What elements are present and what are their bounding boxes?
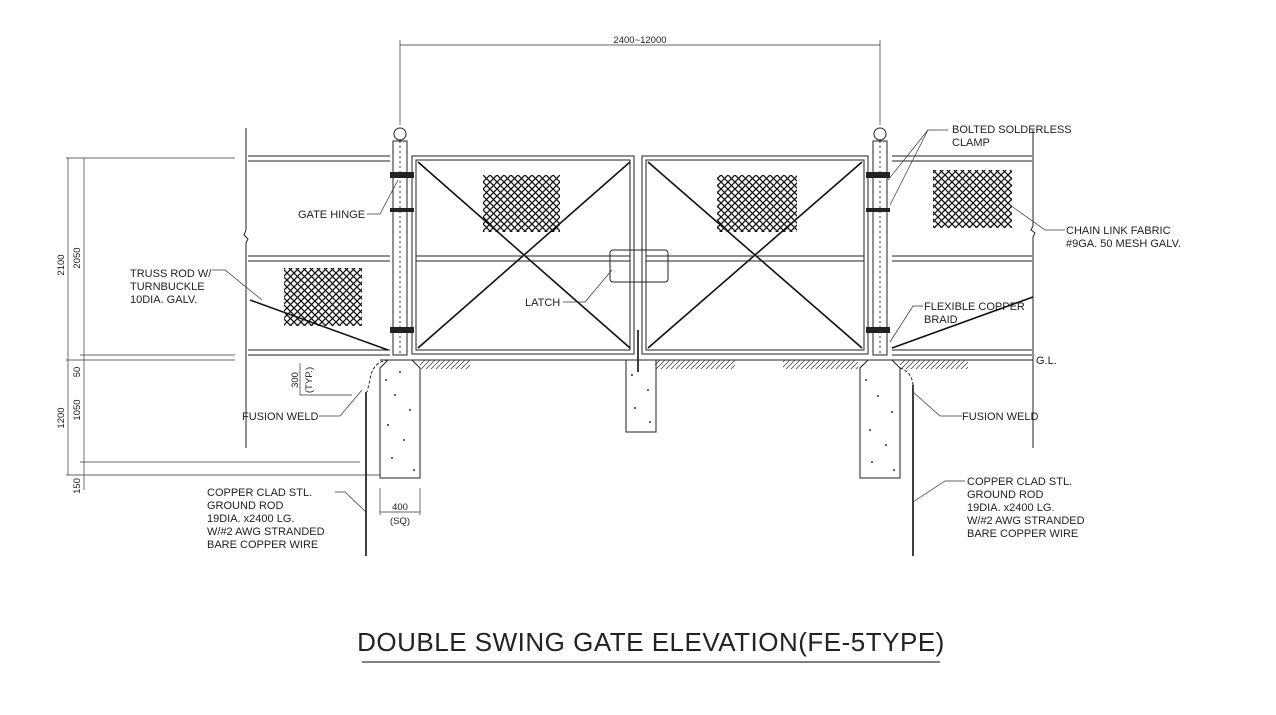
- right-fence: [891, 130, 1036, 448]
- overall-dimension-text: 2400~12000: [613, 35, 666, 46]
- label-line: BARE COPPER WIRE: [967, 528, 1078, 540]
- chain-link-mesh: [717, 175, 797, 232]
- gate-leaf-left: [411, 155, 635, 355]
- latch: [609, 249, 669, 283]
- footings: [379, 359, 901, 479]
- ground-rod-right: [899, 367, 914, 556]
- chain-link-mesh: [933, 170, 1012, 228]
- label-braid: FLEXIBLE COPPER BRAID: [924, 301, 1025, 326]
- label-line: 19DIA. x2400 LG.: [207, 513, 294, 525]
- label-clamp: BOLTED SOLDERLESS CLAMP: [952, 124, 1072, 149]
- label-ground-rod-left: COPPER CLAD STL. GROUND ROD 19DIA. x2400…: [207, 487, 325, 551]
- truss-rod: [249, 299, 389, 351]
- label-line: COPPER CLAD STL.: [967, 476, 1072, 488]
- label-fusion-weld-right: FUSION WELD: [962, 411, 1038, 423]
- label-line: 10DIA. GALV.: [130, 294, 197, 306]
- chain-link-mesh: [483, 175, 560, 232]
- left-dimensions: 2100 2050 50 1200 1050 150: [56, 157, 380, 494]
- label-line: TURNBUCKLE: [130, 281, 205, 293]
- soil-hatch: [900, 360, 968, 369]
- label-line: GROUND ROD: [207, 500, 283, 512]
- label-line: #9GA. 50 MESH GALV.: [1066, 238, 1181, 250]
- dim-sq: (SQ): [390, 516, 410, 527]
- label-ground-line: G.L.: [1036, 355, 1057, 367]
- label-line: 19DIA. x2400 LG.: [967, 502, 1054, 514]
- label-line: BOLTED SOLDERLESS: [952, 124, 1072, 136]
- dim-2100: 2100: [56, 254, 67, 275]
- label-ground-rod-right: COPPER CLAD STL. GROUND ROD 19DIA. x2400…: [967, 476, 1085, 540]
- label-gate-hinge: GATE HINGE: [298, 209, 365, 221]
- left-gate-post: [390, 127, 414, 356]
- soil-hatch: [420, 360, 470, 369]
- drawing-title: DOUBLE SWING GATE ELEVATION(FE-5TYPE): [357, 627, 945, 657]
- dim-150: 150: [72, 478, 83, 494]
- overall-dimension: 2400~12000: [399, 35, 881, 125]
- ground-rod-left: [365, 359, 389, 556]
- dim-300-typ: (TYP.): [304, 367, 315, 393]
- soil-hatch: [655, 360, 735, 369]
- right-gate-post: [866, 127, 890, 356]
- label-line: CLAMP: [952, 137, 990, 149]
- label-truss-rod: TRUSS ROD W/ TURNBUCKLE 10DIA. GALV.: [130, 268, 212, 306]
- label-line: TRUSS ROD W/: [130, 268, 212, 280]
- label-line: GROUND ROD: [967, 489, 1043, 501]
- truss-rod: [891, 296, 1034, 349]
- dim-1200: 1200: [56, 407, 67, 428]
- label-line: CHAIN LINK FABRIC: [1066, 225, 1171, 237]
- label-line: COPPER CLAD STL.: [207, 487, 312, 499]
- label-line: BARE COPPER WIRE: [207, 539, 318, 551]
- dim-300: 300: [290, 372, 301, 388]
- label-latch: LATCH: [525, 297, 560, 309]
- dim-2050: 2050: [72, 247, 83, 268]
- dim-400: 400: [392, 502, 408, 513]
- dim-50: 50: [72, 367, 83, 378]
- dim-1050: 1050: [72, 399, 83, 420]
- gate-leaf-right: [641, 155, 869, 355]
- soil-hatch: [783, 360, 858, 369]
- label-fusion-weld-left: FUSION WELD: [242, 411, 318, 423]
- label-line: W/#2 AWG STRANDED: [967, 515, 1085, 527]
- label-chain-link: CHAIN LINK FABRIC #9GA. 50 MESH GALV.: [1066, 225, 1181, 250]
- label-line: BRAID: [924, 314, 958, 326]
- label-line: W/#2 AWG STRANDED: [207, 526, 325, 538]
- left-fence: [243, 128, 390, 448]
- label-line: FLEXIBLE COPPER: [924, 301, 1025, 313]
